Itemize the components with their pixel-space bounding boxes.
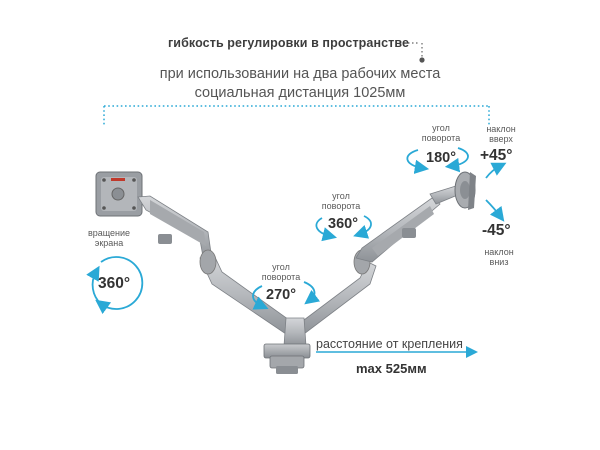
left-vesa-plate [95, 171, 143, 217]
joint-rotation-label: угол поворота [318, 191, 364, 211]
distance-value: max 525мм [356, 361, 427, 376]
joint-rotation-label-line2: поворота [321, 201, 361, 211]
tilt-up-label-line2: вверх [489, 134, 513, 144]
screen-rotation-label-line2: экрана [94, 238, 124, 248]
screen-rotation-arrow [86, 256, 144, 315]
tilt-up-label: наклон вверх [478, 124, 524, 144]
distance-bracket [103, 105, 490, 126]
joint-rotation-label-line1: угол [332, 191, 350, 201]
tilt-down-label-line2: вниз [489, 257, 509, 267]
head-rotation-arrow [406, 147, 469, 174]
tilt-up-value: +45° [480, 147, 513, 164]
joint-rotation-value: 360° [328, 216, 358, 232]
base-rotation-arrow [252, 281, 321, 310]
tilt-down-label-line1: наклон [484, 247, 514, 257]
head-rotation-label-line2: поворота [421, 133, 461, 143]
distance-label: расстояние от крепления [316, 337, 463, 351]
tilt-arrows [485, 162, 507, 222]
tilt-down-label: наклон вниз [476, 247, 522, 267]
screen-rotation-value: 360° [98, 275, 131, 292]
tilt-down-value: -45° [482, 222, 511, 239]
left-arm [137, 195, 293, 335]
headline-leader [400, 42, 425, 63]
screen-rotation-label: вращение экрана [84, 228, 134, 248]
base-rotation-label-line1: угол [272, 262, 290, 272]
subtitle-line-2: социальная дистанция 1025мм [194, 85, 406, 101]
head-rotation-label: угол поворота [418, 123, 464, 143]
desk-clamp-base [263, 317, 311, 374]
screen-rotation-label-line1: вращение [87, 228, 131, 238]
base-rotation-value: 270° [266, 287, 296, 303]
head-rotation-value: 180° [426, 150, 456, 166]
headline: гибкость регулировки в пространстве [168, 36, 410, 50]
right-tilt-head [454, 171, 476, 210]
head-rotation-label-line1: угол [432, 123, 450, 133]
subtitle-line-1: при использовании на два рабочих места [159, 66, 441, 82]
tilt-up-label-line1: наклон [486, 124, 516, 134]
base-rotation-label: угол поворота [258, 262, 304, 282]
joint-rotation-arrow [315, 215, 372, 242]
base-rotation-label-line2: поворота [261, 272, 301, 282]
